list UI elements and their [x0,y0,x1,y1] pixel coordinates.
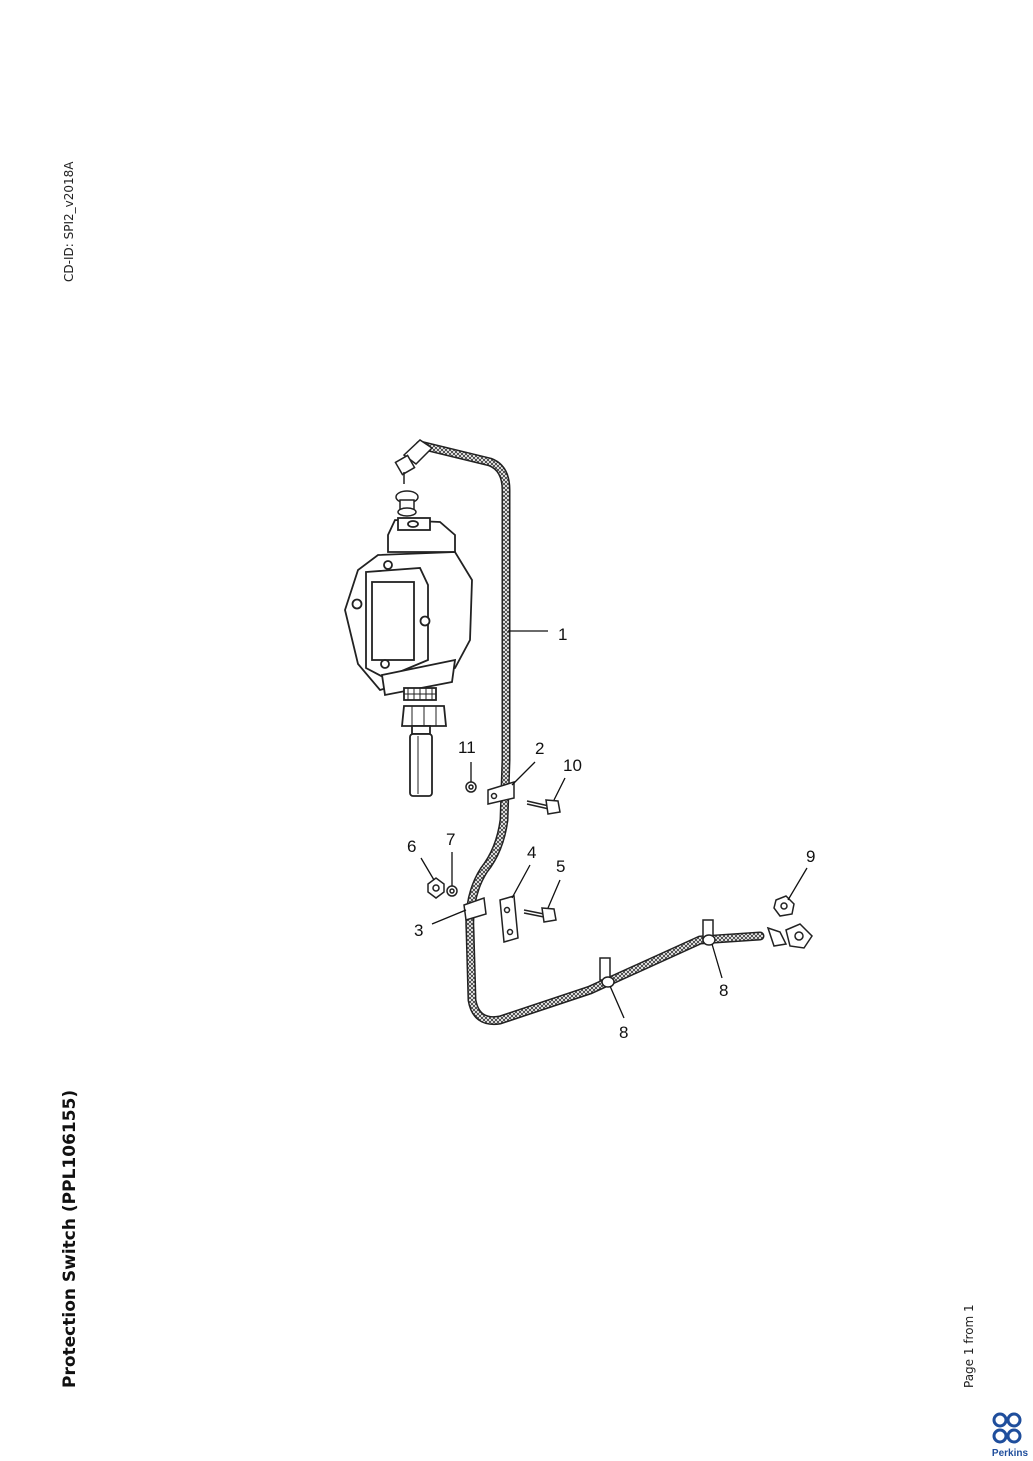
callout-5: 5 [556,857,565,876]
clip-3 [463,896,487,921]
plate-4 [499,895,519,943]
nut-11 [465,781,477,793]
braided-hose [415,440,765,1026]
leader-lines [420,630,808,1019]
callout-labels: 1 2 3 4 5 6 7 8 8 9 10 11 [407,625,815,1042]
callout-2: 2 [535,739,544,758]
callout-9: 9 [806,847,815,866]
callout-10: 10 [563,756,582,775]
clip-2 [487,780,515,805]
clip-8-lower [599,957,615,988]
washer-7 [446,885,458,897]
callout-4: 4 [527,843,536,862]
brand-name: Perkins [991,1448,1029,1459]
perkins-logo-icon [992,1412,1022,1444]
clip-8-upper [702,919,716,946]
nut-6 [427,877,445,899]
fitting-9 [766,895,813,949]
bolt-5 [523,907,557,923]
protection-switch [344,517,473,701]
perkins-logo: Perkins [990,1410,1030,1461]
callout-1: 1 [558,625,567,644]
callout-6: 6 [407,837,416,856]
callout-3: 3 [414,921,423,940]
callout-7: 7 [446,830,455,849]
callout-8-lower: 8 [619,1023,628,1042]
callout-8-upper: 8 [719,981,728,1000]
hose-top-fitting [394,439,434,484]
adapter-fitting [395,490,419,517]
switch-probe [401,705,447,797]
bolt-10 [526,799,561,815]
callout-11: 11 [458,738,476,757]
